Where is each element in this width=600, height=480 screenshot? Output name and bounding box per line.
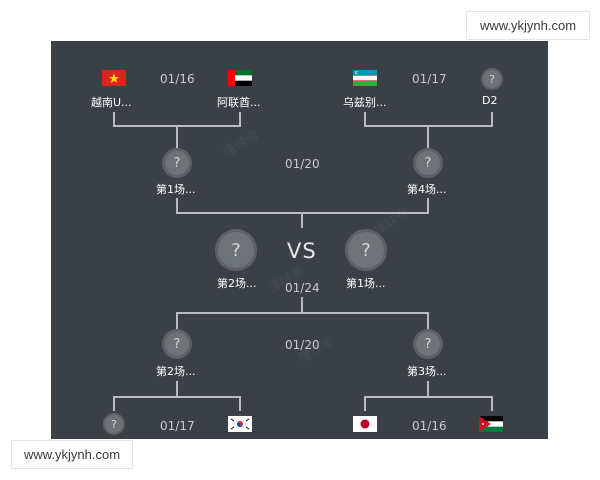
bracket-line <box>427 125 429 148</box>
bracket-line <box>176 312 178 329</box>
bracket-line <box>239 396 241 411</box>
uae-flag-icon[interactable] <box>228 70 252 86</box>
team-name[interactable]: 越南U... <box>91 96 132 109</box>
unknown-team-icon[interactable]: ? <box>215 229 257 271</box>
bracket-line <box>176 381 178 397</box>
vietnam-flag-icon[interactable] <box>102 70 126 86</box>
unknown-team-icon[interactable]: ? <box>345 229 387 271</box>
watermark-top: www.ykjynh.com <box>466 11 590 40</box>
bracket-line <box>113 396 241 398</box>
bracket-line <box>427 198 429 213</box>
bracket-line <box>364 396 366 411</box>
uzbekistan-flag-icon[interactable] <box>353 70 377 86</box>
match-winner-label[interactable]: 第1场... <box>346 277 386 290</box>
japan-flag-icon[interactable] <box>353 416 377 432</box>
match-date: 01/20 <box>285 157 320 171</box>
watermark-bottom: www.ykjynh.com <box>11 440 133 469</box>
match-winner-label[interactable]: 第2场... <box>217 277 257 290</box>
bracket-line <box>364 112 366 126</box>
bracket-line <box>113 396 115 411</box>
unknown-team-icon[interactable]: ? <box>481 68 503 90</box>
bracket-line <box>427 312 429 329</box>
bracket-line <box>301 297 303 313</box>
match-date: 01/17 <box>160 419 195 433</box>
match-winner-label[interactable]: 第4场... <box>407 183 447 196</box>
bracket-line <box>113 112 115 126</box>
unknown-team-icon[interactable]: ? <box>413 329 443 359</box>
team-name[interactable]: 乌兹别... <box>343 96 387 109</box>
bracket-line <box>427 381 429 397</box>
match-winner-label[interactable]: 第2场... <box>156 365 196 378</box>
bracket-line <box>176 312 429 314</box>
match-date: 01/16 <box>160 72 195 86</box>
team-name[interactable]: 阿联酋... <box>217 96 261 109</box>
jordan-flag-icon[interactable] <box>479 416 503 432</box>
match-date: 01/24 <box>285 281 320 295</box>
versus-label: VS <box>287 239 317 263</box>
match-winner-label[interactable]: 第1场... <box>156 183 196 196</box>
bracket-line <box>176 198 178 213</box>
bracket-line <box>239 112 241 126</box>
bracket-line <box>176 125 178 148</box>
south-korea-flag-icon[interactable] <box>228 416 252 432</box>
bracket-line <box>491 112 493 126</box>
bracket-line <box>364 396 493 398</box>
match-date: 01/20 <box>285 338 320 352</box>
background-watermark: 懂球帝 <box>220 127 263 161</box>
team-name[interactable]: D2 <box>482 94 498 107</box>
match-winner-label[interactable]: 第3场... <box>407 365 447 378</box>
bracket-line <box>301 212 303 228</box>
unknown-team-icon[interactable]: ? <box>103 413 125 435</box>
unknown-team-icon[interactable]: ? <box>162 329 192 359</box>
match-date: 01/17 <box>412 72 447 86</box>
bracket-panel: 懂球帝 懂球帝 懂球帝 懂球帝 01/16 越南U... 阿联酋... 01/1… <box>51 41 548 439</box>
unknown-team-icon[interactable]: ? <box>413 148 443 178</box>
bracket-line <box>491 396 493 411</box>
match-date: 01/16 <box>412 419 447 433</box>
unknown-team-icon[interactable]: ? <box>162 148 192 178</box>
